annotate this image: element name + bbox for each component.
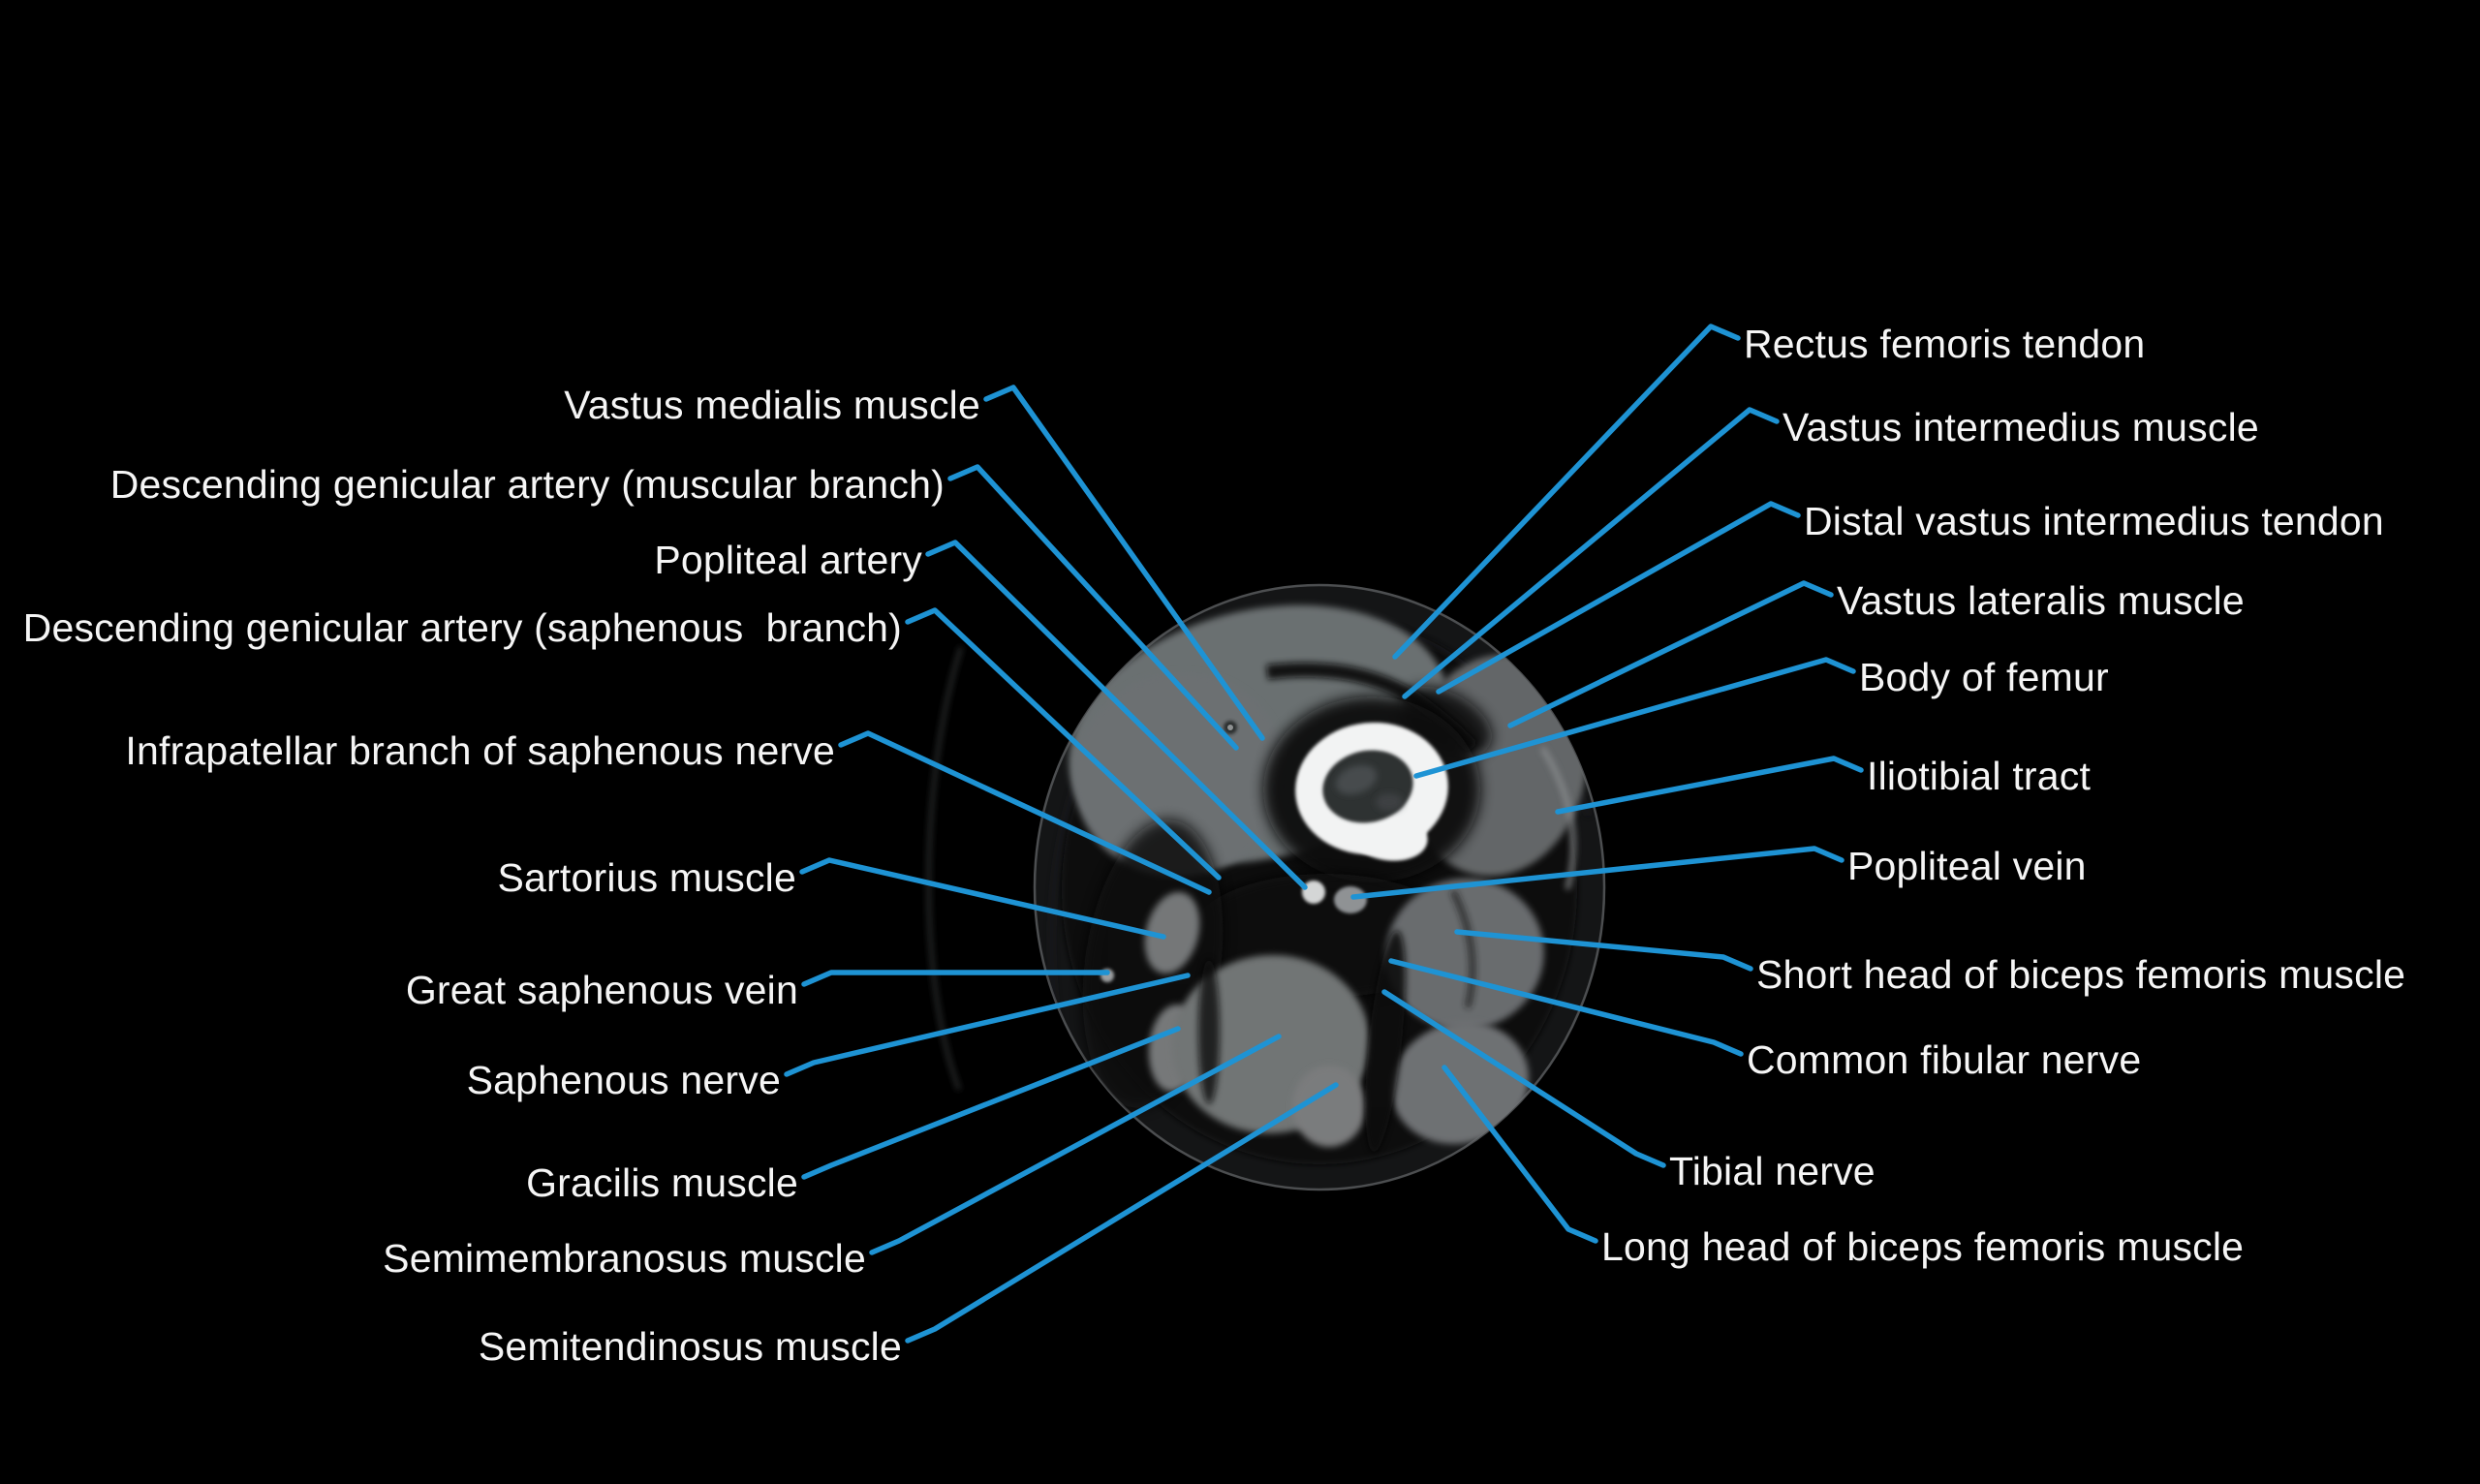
leader-line-descending-genicular-artery-muscular-branch <box>947 464 1239 751</box>
leader-line-great-saphenous-vein <box>801 970 1110 987</box>
biceps-long-head-region <box>1390 1021 1530 1145</box>
leader-line-vastus-intermedius-muscle <box>1402 407 1780 699</box>
leader-line-distal-vastus-intermedius-tendon <box>1436 501 1801 695</box>
ct-axial-slice <box>926 583 1606 1191</box>
medial-cleft <box>1198 959 1220 1104</box>
leader-line-common-fibular-nerve <box>1388 958 1744 1057</box>
leader-line-infrapatellar-branch-of-saphenous-nerve <box>838 730 1212 895</box>
leader-line-popliteal-vein <box>1350 846 1844 900</box>
leader-line-iliotibial-tract <box>1555 756 1864 815</box>
leader-line-short-head-of-biceps-femoris-muscle <box>1454 929 1753 972</box>
leader-line-gracilis-muscle <box>801 1026 1181 1180</box>
leader-line-saphenous-nerve <box>784 973 1191 1077</box>
popliteal-vein-dot <box>1334 886 1367 913</box>
leader-line-semimembranosus-muscle <box>869 1034 1282 1255</box>
leader-line-rectus-femoris-tendon <box>1392 324 1741 660</box>
contralateral-leg-edge <box>926 646 963 1091</box>
leader-line-long-head-of-biceps-femoris-muscle <box>1442 1065 1598 1244</box>
semitendinosus-region <box>1292 1066 1366 1147</box>
sartorius-region <box>1144 891 1200 974</box>
leader-lines <box>784 324 1864 1344</box>
leader-line-descending-genicular-artery-saphenous-branch <box>905 607 1222 881</box>
biceps-cleft <box>1450 889 1475 1008</box>
popliteal-artery-dot <box>1302 881 1325 904</box>
posterior-cleft <box>1365 930 1406 1153</box>
leader-line-tibial-nerve <box>1381 989 1666 1168</box>
leader-line-vastus-lateralis-muscle <box>1507 580 1834 728</box>
medulla-texture <box>1335 764 1378 795</box>
leader-line-vastus-medialis-muscle <box>983 385 1265 741</box>
genicular-artery-dot <box>1227 725 1233 730</box>
leader-line-sartorius-muscle <box>799 857 1166 940</box>
thigh-interior <box>1050 604 1591 1164</box>
leader-line-popliteal-artery <box>925 540 1308 890</box>
medulla-texture <box>1376 793 1403 811</box>
leader-line-semitendinosus-muscle <box>905 1082 1339 1344</box>
leader-line-body-of-femur <box>1413 657 1856 779</box>
